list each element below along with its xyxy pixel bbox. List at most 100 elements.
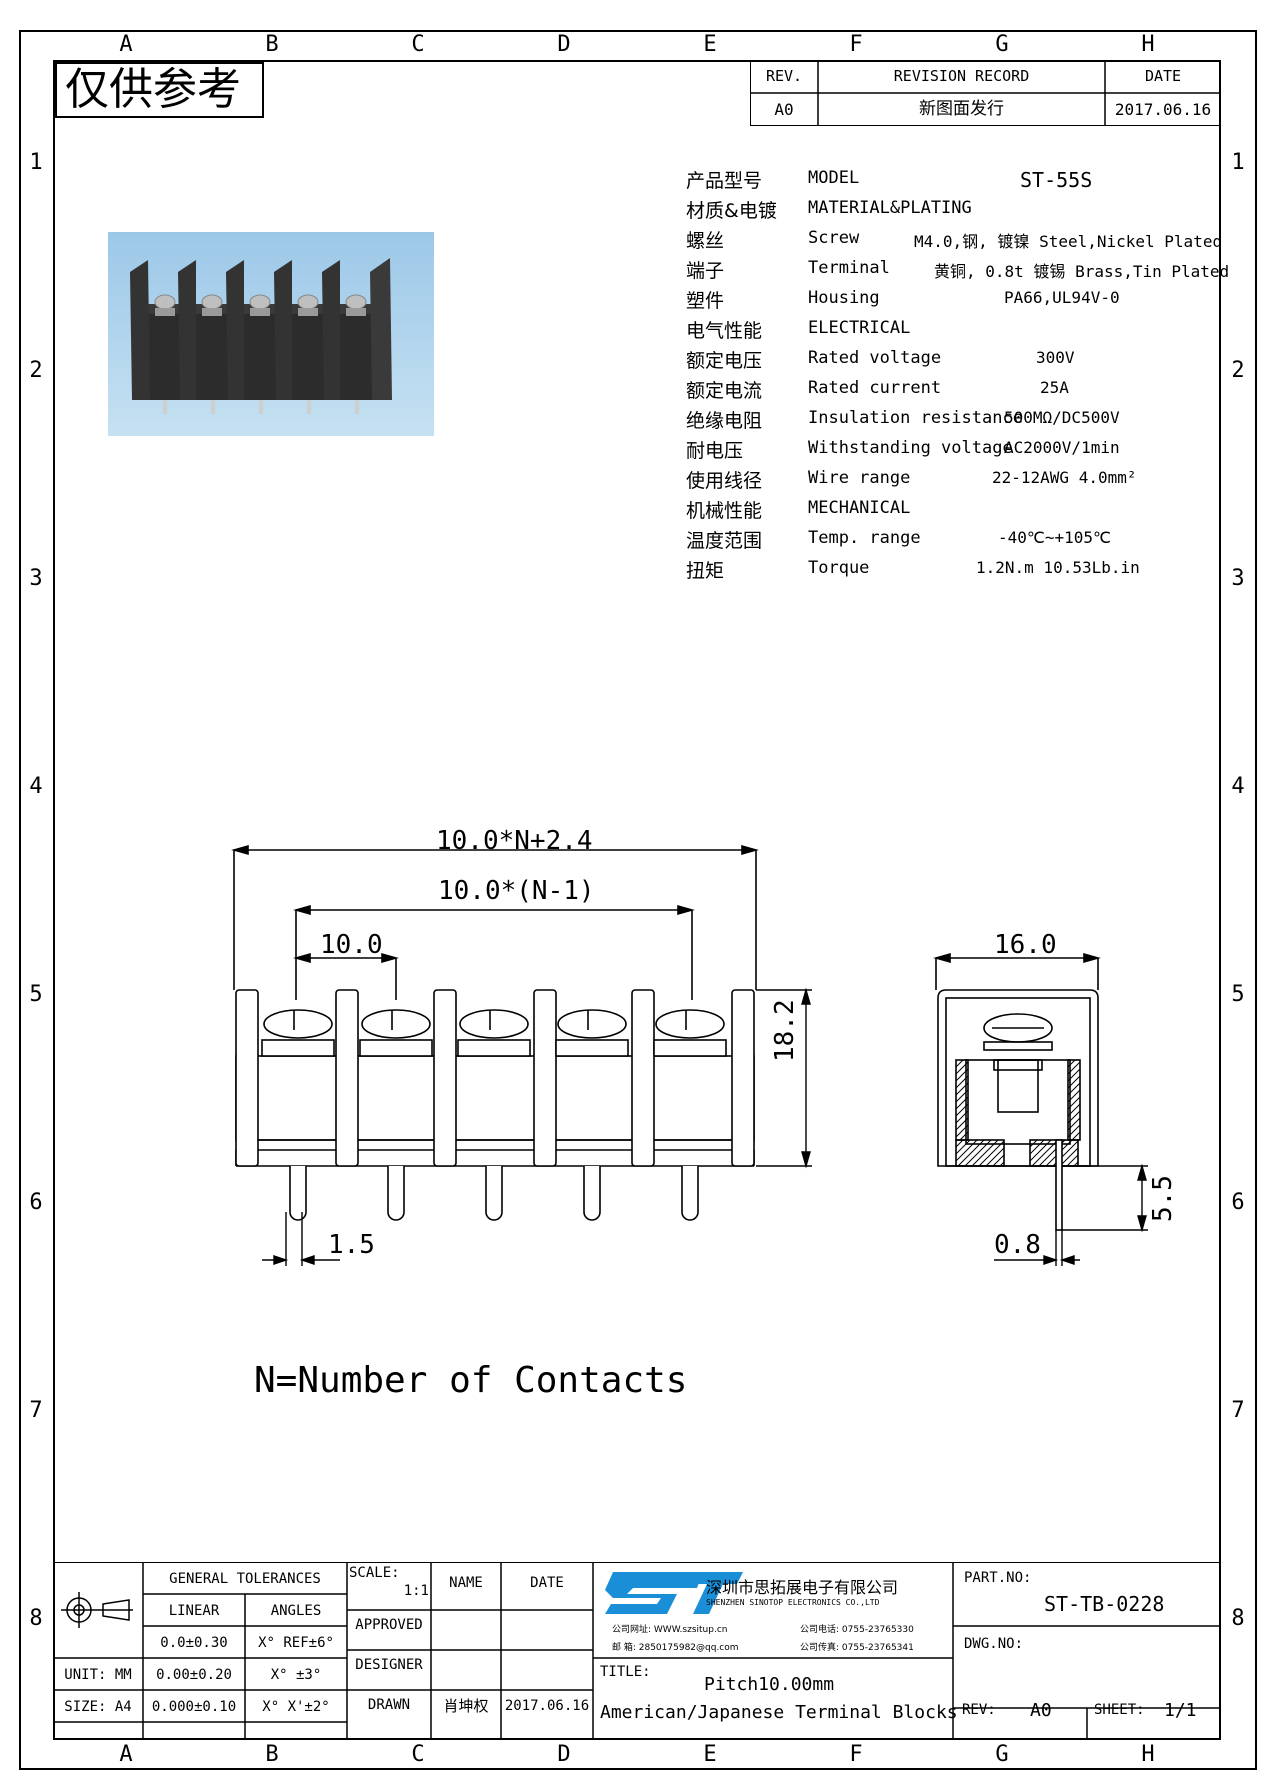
spec-value: AC2000V/1min	[1004, 438, 1120, 457]
dim-overall: 10.0*N+2.4	[436, 826, 593, 856]
hatch-line	[1031, 1139, 1059, 1167]
hatch-line	[1066, 1154, 1079, 1167]
hatch-line	[955, 1068, 969, 1082]
designer-label: DESIGNER	[355, 1657, 423, 1673]
general-tolerances: GENERAL TOLERANCES	[169, 1571, 321, 1587]
hatch-line	[992, 1154, 1005, 1167]
zone-row-4-right: 4	[1231, 774, 1245, 799]
rev-label: REV:	[962, 1702, 996, 1718]
scale-value: 1:1	[403, 1583, 429, 1599]
screw-head	[557, 1009, 627, 1039]
size-label: SIZE: A4	[64, 1699, 132, 1715]
hatch-line	[1029, 1139, 1045, 1155]
screw-washer	[359, 1039, 433, 1057]
zone-col-b: B	[265, 32, 279, 57]
zone-row-2: 2	[29, 358, 43, 383]
rev-value: A0	[774, 100, 794, 119]
hatch-line	[1071, 1131, 1081, 1141]
hatch-line	[955, 1124, 969, 1138]
spec-label-en: Wire range	[808, 468, 911, 488]
unit-label: UNIT: MM	[64, 1667, 132, 1683]
part-number: ST-TB-0228	[1044, 1592, 1165, 1616]
hatch-line	[1067, 1061, 1081, 1075]
spec-label-en: Rated voltage	[808, 348, 942, 368]
part-label: PART.NO:	[964, 1570, 1032, 1586]
hatch-line	[985, 1147, 1005, 1167]
spec-label-en: MECHANICAL	[808, 498, 911, 518]
tol-linear: 0.0±0.30	[160, 1635, 228, 1651]
hatch-line	[1067, 1096, 1081, 1110]
dim-pin-length: 5.5	[1148, 1175, 1178, 1222]
revision-record-header: REVISION RECORD	[893, 67, 1030, 85]
spec-label-cn: 额定电流	[686, 380, 763, 402]
zone-col-c: C	[411, 32, 425, 57]
hatch-line	[955, 1139, 971, 1155]
spec-value: PA66,UL94V-0	[1004, 288, 1120, 307]
screw-head	[263, 1009, 333, 1039]
spec-label-cn: 螺丝	[686, 230, 725, 252]
hatch-line	[955, 1059, 964, 1068]
tol-angle: X° ±3°	[270, 1667, 322, 1683]
date-header: DATE	[1144, 67, 1182, 85]
hatch-line	[1067, 1059, 1076, 1068]
spec-label-cn: 端子	[686, 260, 725, 282]
spec-label-cn: 扭矩	[686, 560, 725, 582]
spec-label-cn: 机械性能	[686, 500, 763, 522]
name-header: NAME	[449, 1575, 483, 1591]
tol-angle: X° REF±6°	[258, 1635, 334, 1651]
company-name-cn: 深圳市思拓展电子有限公司	[706, 1578, 899, 1597]
product-photo	[108, 232, 434, 436]
hatch-line	[955, 1117, 969, 1131]
scale-label: SCALE:	[349, 1565, 400, 1581]
spec-value: 300V	[1036, 348, 1075, 367]
spec-label-en: Housing	[808, 288, 880, 308]
spec-value: ST-55S	[1020, 168, 1093, 192]
screw-head	[361, 1009, 431, 1039]
drawn-name: 肖坤权	[443, 1697, 489, 1715]
rev-value-block: A0	[1030, 1700, 1052, 1721]
inner-frame	[53, 60, 1221, 1740]
zone-col-c-bottom: C	[411, 1742, 425, 1767]
spec-label-en: MODEL	[808, 168, 860, 188]
zone-row-5-right: 5	[1231, 982, 1245, 1007]
spec-label-en: Withstanding voltage	[808, 438, 1013, 458]
hatch-line	[957, 1139, 985, 1167]
company-contact-line: 公司电话: 0755-23765330	[800, 1625, 914, 1635]
hatch-line	[1067, 1103, 1081, 1117]
dim-pitch: 10.0	[320, 930, 383, 960]
spec-value: M4.0,钢, 镀镍 Steel,Nickel Plated	[914, 232, 1223, 251]
zone-row-4: 4	[29, 774, 43, 799]
zone-col-a: A	[119, 32, 133, 57]
zone-col-b-bottom: B	[265, 1742, 279, 1767]
zone-col-e-bottom: E	[703, 1742, 717, 1767]
rev-header: REV.	[765, 67, 803, 85]
zone-row-5: 5	[29, 982, 43, 1007]
title-block	[53, 1562, 1221, 1740]
zone-col-d-bottom: D	[557, 1742, 571, 1767]
zone-row-3: 3	[29, 566, 43, 591]
hatch-line	[955, 1061, 969, 1075]
reference-only-stamp: 仅供参考	[55, 62, 264, 118]
spec-label-cn: 额定电压	[686, 350, 763, 372]
hatch-line	[955, 1096, 969, 1110]
drawn-label: DRAWN	[367, 1697, 411, 1713]
angles-header: ANGLES	[270, 1603, 322, 1619]
screw-head	[459, 1009, 529, 1039]
revision-date-value: 2017.06.16	[1114, 100, 1212, 119]
zone-row-8: 8	[29, 1606, 43, 1631]
zone-row-7-right: 7	[1231, 1398, 1245, 1423]
zone-col-h: H	[1141, 32, 1155, 57]
hatch-line	[955, 1110, 969, 1124]
title-line2: American/Japanese Terminal Blocks	[600, 1702, 958, 1723]
spec-label-en: ELECTRICAL	[808, 318, 911, 338]
zone-col-g: G	[995, 32, 1009, 57]
zone-row-2-right: 2	[1231, 358, 1245, 383]
screw-washer	[457, 1039, 531, 1057]
hatch-line	[955, 1089, 969, 1103]
hatch-line	[959, 1131, 969, 1141]
zone-row-8-right: 8	[1231, 1606, 1245, 1631]
screw-washer	[261, 1039, 335, 1057]
title-label: TITLE:	[600, 1664, 651, 1680]
hatch-line	[1067, 1089, 1081, 1103]
